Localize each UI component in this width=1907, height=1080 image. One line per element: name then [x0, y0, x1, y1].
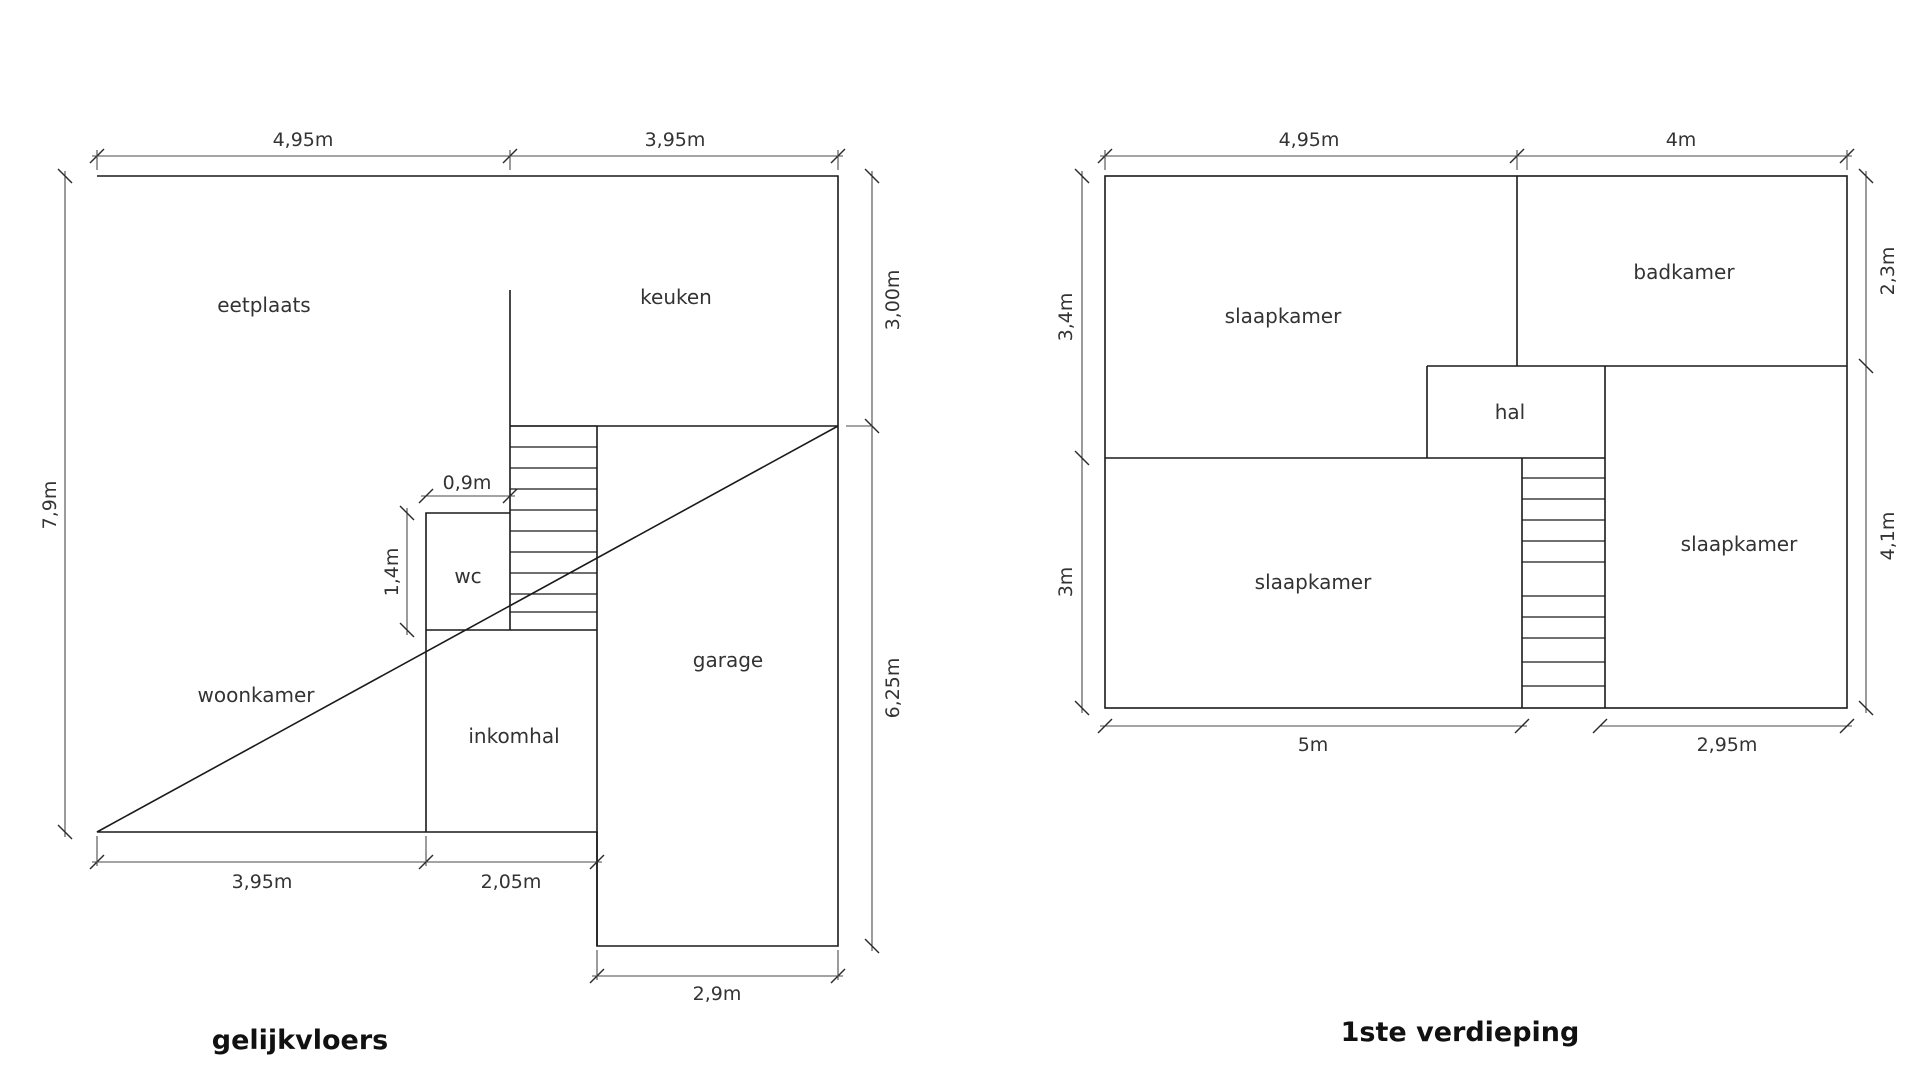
room-label-badkamer: badkamer	[1633, 260, 1735, 284]
dim-tick	[399, 622, 415, 638]
dim-label-bottom-right: 2,95m	[1697, 734, 1758, 756]
room-label-hal: hal	[1495, 400, 1526, 424]
dim-label-left-upper: 3,4m	[1055, 293, 1077, 342]
dim-label-garage-width: 2,9m	[693, 983, 742, 1005]
dim-tick	[1074, 700, 1090, 716]
dim-label-top-right: 3,95m	[645, 129, 706, 151]
dim-label-bottom-left: 3,95m	[232, 871, 293, 893]
ground-floor-walls	[96, 175, 839, 947]
room-label-inkomhal: inkomhal	[468, 724, 559, 748]
dim-tick	[1839, 718, 1855, 734]
dim-tick	[1858, 358, 1874, 374]
first-floor-dimension-lines	[1074, 148, 1874, 734]
dim-label-top-left: 4,95m	[273, 129, 334, 151]
first-floor-stairs	[1522, 477, 1605, 687]
dim-label-left-lower: 3m	[1055, 567, 1077, 598]
dim-label-bottom-left: 5m	[1298, 734, 1329, 756]
room-label-slaapkamer-right: slaapkamer	[1681, 532, 1798, 556]
room-label-woonkamer: woonkamer	[197, 683, 315, 707]
ground-floor-dimension-lines	[57, 148, 880, 984]
ground-floor-room-labels: eetplaats keuken wc woonkamer inkomhal g…	[197, 285, 763, 748]
dim-label-right-lower: 6,25m	[882, 658, 904, 719]
ground-floor-title: gelijkvloers	[212, 1025, 388, 1056]
dim-tick	[1074, 450, 1090, 466]
room-label-slaapkamer-top: slaapkamer	[1225, 304, 1342, 328]
dim-label-top-right: 4m	[1666, 129, 1697, 151]
first-floor-walls	[1104, 175, 1848, 709]
dim-label-top-left: 4,95m	[1279, 129, 1340, 151]
room-label-eetplaats: eetplaats	[217, 293, 310, 317]
ground-floor-stairs	[510, 425, 597, 613]
dim-label-right-upper: 3,00m	[882, 270, 904, 331]
room-label-slaapkamer-bottom-left: slaapkamer	[1255, 570, 1372, 594]
first-floor-plan: slaapkamer badkamer hal slaapkamer slaap…	[1055, 129, 1899, 1048]
dim-label-right-lower: 4,1m	[1877, 512, 1899, 561]
dim-label-wc-height: 1,4m	[381, 548, 403, 597]
room-label-garage: garage	[693, 648, 763, 672]
dim-tick	[502, 488, 518, 504]
dim-tick	[1097, 718, 1113, 734]
dim-label-right-upper: 2,3m	[1877, 247, 1899, 296]
first-floor-room-labels: slaapkamer badkamer hal slaapkamer slaap…	[1225, 260, 1798, 594]
dim-tick	[399, 505, 415, 521]
ground-floor-plan: eetplaats keuken wc woonkamer inkomhal g…	[39, 129, 904, 1056]
room-label-wc: wc	[454, 564, 481, 588]
first-floor-dimension-labels: 4,95m 4m 3,4m 3m 2,3m 4,1m 5m 2,95m	[1055, 129, 1899, 756]
dim-tick	[1074, 168, 1090, 184]
dim-tick	[864, 938, 880, 954]
dim-tick	[1858, 700, 1874, 716]
dim-tick	[57, 824, 73, 840]
dim-label-bottom-middle: 2,05m	[481, 871, 542, 893]
dim-tick	[1858, 168, 1874, 184]
first-floor-title: 1ste verdieping	[1341, 1017, 1580, 1048]
dim-tick	[418, 488, 434, 504]
ground-outer-wall	[96, 175, 839, 947]
wc-walls	[425, 512, 510, 832]
dim-tick	[1514, 718, 1530, 734]
dim-label-left-height: 7,9m	[39, 481, 61, 530]
first-outer-wall	[1104, 175, 1848, 709]
dim-tick	[57, 168, 73, 184]
ground-floor-dimension-labels: 4,95m 3,95m 7,9m 3,00m 6,25m 0,9m 1,4m 3…	[39, 129, 904, 1005]
dim-tick	[1592, 718, 1608, 734]
dim-tick	[589, 854, 605, 870]
dim-tick	[864, 168, 880, 184]
room-label-keuken: keuken	[640, 285, 712, 309]
dim-label-wc-width: 0,9m	[443, 472, 492, 494]
